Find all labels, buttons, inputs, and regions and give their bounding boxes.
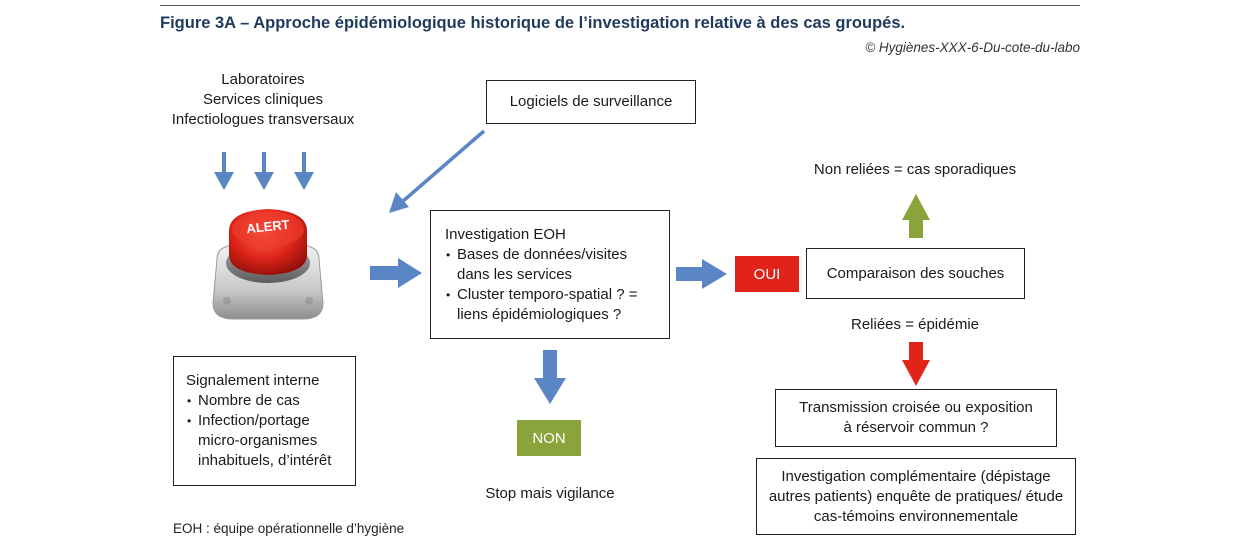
investigation-list: Bases de données/visites dans les servic… bbox=[445, 245, 655, 325]
internal-report-box: Signalement interne Nombre de cas Infect… bbox=[173, 356, 356, 486]
source-item-infectiologues: Infectiologues transversaux bbox=[171, 111, 355, 128]
investigation-title: Investigation EOH bbox=[445, 226, 566, 243]
alert-button-label: ALERT bbox=[246, 217, 291, 236]
alert-button-icon: ALERT bbox=[212, 209, 324, 320]
down-arrow-icon bbox=[254, 152, 274, 190]
comparison-label: Comparaison des souches bbox=[826, 264, 1005, 282]
investigation-box: Investigation EOH Bases de données/visit… bbox=[430, 210, 670, 339]
no-branch-outcome: Stop mais vigilance bbox=[485, 485, 615, 502]
source-item-services-cliniques: Services cliniques bbox=[202, 91, 324, 108]
unrelated-label: Non reliées = cas sporadiques bbox=[813, 161, 1017, 178]
footnote: EOH : équipe opérationnelle d’hygiène bbox=[173, 521, 405, 536]
surveillance-box: Logiciels de surveillance bbox=[486, 80, 696, 124]
complementary-box: Investigation complémentaire (dépistage … bbox=[756, 458, 1076, 535]
down-arrow-icon bbox=[534, 350, 566, 404]
list-item: Bases de données/visites dans les servic… bbox=[445, 245, 655, 285]
down-arrow-icon bbox=[214, 152, 234, 190]
list-item: Cluster temporo-spatial ? = liens épidém… bbox=[445, 285, 655, 325]
comparison-box: Comparaison des souches bbox=[806, 248, 1025, 299]
down-arrow-icon bbox=[902, 342, 930, 386]
transmission-label: Transmission croisée ou exposition à rés… bbox=[799, 399, 1033, 436]
down-arrow-icon bbox=[294, 152, 314, 190]
right-arrow-icon bbox=[370, 258, 422, 288]
copyright-notice: © Hygiènes-XXX-6-Du-cote-du-labo bbox=[865, 40, 1080, 55]
internal-report-list: Nombre de cas Infection/portage micro-or… bbox=[186, 391, 345, 471]
figure-title: Figure 3A – Approche épidémiologique his… bbox=[160, 14, 906, 32]
non-tag: NON bbox=[517, 420, 581, 456]
list-item: Nombre de cas bbox=[186, 391, 345, 411]
source-item-laboratoires: Laboratoires bbox=[221, 71, 305, 88]
list-item: Infection/portage micro-organismes inhab… bbox=[186, 411, 345, 471]
diagonal-arrow-icon bbox=[389, 129, 486, 213]
internal-report-title: Signalement interne bbox=[186, 372, 320, 389]
right-arrow-icon bbox=[676, 259, 727, 289]
top-rule bbox=[160, 5, 1080, 6]
surveillance-label: Logiciels de surveillance bbox=[509, 93, 673, 110]
oui-tag: OUI bbox=[735, 256, 799, 292]
transmission-box: Transmission croisée ou exposition à rés… bbox=[775, 389, 1057, 447]
source-list: Laboratoires Services cliniques Infectio… bbox=[153, 70, 373, 130]
related-label: Reliées = épidémie bbox=[851, 316, 979, 333]
up-arrow-icon bbox=[902, 194, 930, 238]
complementary-label: Investigation complémentaire (dépistage … bbox=[768, 468, 1064, 525]
